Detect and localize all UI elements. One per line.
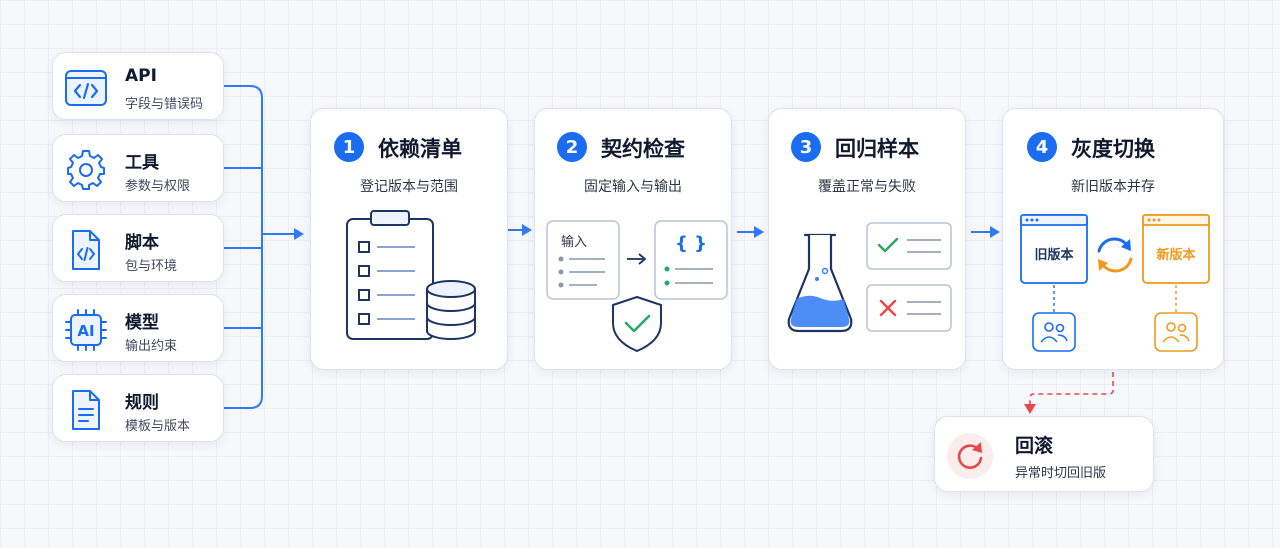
version-switch-diagram: 旧版本 新版本 [1020,214,1210,352]
input-card-api: API 字段与错误码 [52,52,224,120]
output-braces: { } [675,233,707,254]
input-card-model: AI 模型 输出约束 [52,294,224,362]
flask-results-icon [787,222,952,333]
step-title: 灰度切换 [1071,137,1155,161]
input-desc: 包与环境 [125,259,178,274]
input-card-script: 脚本 包与环境 [52,214,224,282]
input-card-rules: 规则 模板与版本 [52,374,224,442]
input-title: 脚本 [125,233,159,253]
step-card-dependency-list: 1 依赖清单 登记版本与范围 [310,108,508,370]
input-box-label: 输入 [561,234,587,250]
rollback-desc: 异常时切回旧版 [1015,466,1107,481]
sync-arrows-icon [1097,237,1133,273]
input-title: 模型 [125,313,159,333]
step-title: 契约检查 [601,137,685,161]
step-title: 回归样本 [835,137,919,161]
rollback-icon [947,433,993,479]
clipboard-database-icon [346,210,476,340]
rollback-card: 回滚 异常时切回旧版 [934,416,1154,492]
step-number-badge: 2 [557,132,587,162]
ai-chip-icon: AI [65,309,107,351]
step-subtitle: 固定输入与输出 [584,179,682,195]
contract-diagram: 输入 { } [546,220,728,352]
step-number-badge: 4 [1027,132,1057,162]
code-file-icon [72,230,100,270]
step-subtitle: 覆盖正常与失败 [818,179,916,195]
rollback-title: 回滚 [1015,435,1054,457]
input-desc: 模板与版本 [125,419,191,434]
code-window-icon [65,70,107,106]
users-icon [1032,312,1076,352]
input-desc: 字段与错误码 [125,97,204,112]
input-title: 规则 [125,393,159,413]
input-desc: 输出约束 [125,339,178,354]
document-icon [72,390,100,430]
new-version-label: 新版本 [1156,247,1195,263]
input-desc: 参数与权限 [125,179,191,194]
step-number-badge: 3 [791,132,821,162]
shield-check-icon [612,296,662,352]
input-title: 工具 [125,153,159,173]
step-subtitle: 新旧版本并存 [1071,179,1155,195]
gear-icon [67,150,105,190]
old-version-label: 旧版本 [1034,247,1073,263]
step-subtitle: 登记版本与范围 [360,179,458,195]
step-title: 依赖清单 [378,137,462,161]
step-card-regression-samples: 3 回归样本 覆盖正常与失败 [768,108,966,370]
step-number-badge: 1 [334,132,364,162]
step-card-contract-check: 2 契约检查 固定输入与输出 输入 { } [534,108,732,370]
step-card-canary-switch: 4 灰度切换 新旧版本并存 旧版本 新版本 [1002,108,1224,370]
users-icon [1154,312,1198,352]
svg-text:AI: AI [77,322,94,340]
input-card-tool: 工具 参数与权限 [52,134,224,202]
input-title: API [125,66,157,86]
